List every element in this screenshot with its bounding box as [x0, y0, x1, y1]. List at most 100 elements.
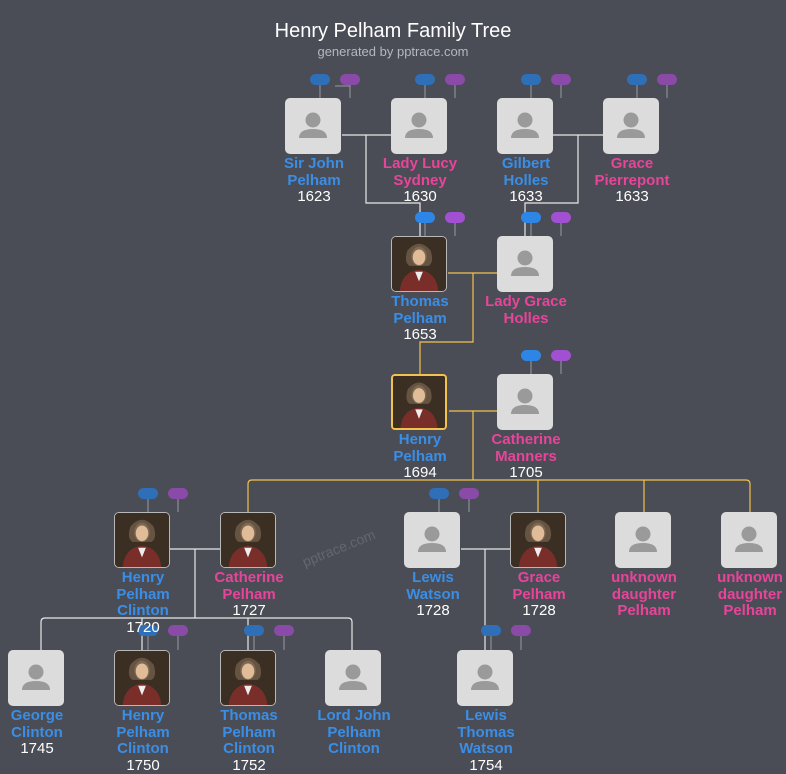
- expand-parents-button[interactable]: [415, 212, 435, 223]
- person-name-line: Lewis: [465, 707, 507, 724]
- person-placeholder-icon: [418, 526, 446, 552]
- expand-spouse-button[interactable]: [551, 74, 571, 85]
- expand-spouse-button[interactable]: [340, 74, 360, 85]
- person-portrait[interactable]: [114, 512, 170, 568]
- portrait-photo-icon: [115, 651, 169, 705]
- expand-parents-button[interactable]: [138, 488, 158, 499]
- person-birth-year: 1754: [469, 756, 503, 774]
- person-name-line: Lady Grace: [485, 293, 567, 310]
- person-name-line: Pelham: [116, 585, 170, 603]
- person-avatar-placeholder[interactable]: [404, 512, 460, 568]
- person-name-line: Holles: [503, 171, 549, 189]
- children-bar-clinton: [40, 617, 353, 650]
- person-portrait[interactable]: [391, 236, 447, 292]
- page-subtitle: generated by pptrace.com: [317, 44, 469, 59]
- person-portrait[interactable]: [220, 650, 276, 706]
- person-placeholder-icon: [405, 112, 433, 138]
- person-avatar-placeholder[interactable]: [285, 98, 341, 154]
- expand-parents-button[interactable]: [429, 488, 449, 499]
- person-birth-year: 1752: [232, 756, 266, 774]
- expand-parents-button[interactable]: [138, 625, 158, 636]
- person-name-line: Manners: [495, 447, 557, 465]
- person-placeholder-icon: [22, 664, 50, 690]
- expand-parents-button[interactable]: [521, 212, 541, 223]
- expand-spouse-button[interactable]: [445, 74, 465, 85]
- person-name-line: Clinton: [328, 740, 380, 757]
- expand-spouse-button[interactable]: [657, 74, 677, 85]
- children-line-left: [247, 479, 473, 512]
- person-portrait[interactable]: [114, 650, 170, 706]
- person-avatar-placeholder[interactable]: [721, 512, 777, 568]
- person-placeholder-icon: [511, 388, 539, 414]
- person-name-line: Catherine: [491, 431, 561, 448]
- expand-parents-button[interactable]: [310, 74, 330, 85]
- descent-line-to-henry: [419, 273, 474, 374]
- expand-spouse-button[interactable]: [551, 350, 571, 361]
- person-birth-year: 1745: [20, 740, 54, 757]
- expand-spouse-button[interactable]: [168, 625, 188, 636]
- person-name-line: Thomas: [457, 723, 515, 741]
- person-name-line: daughter: [611, 585, 677, 603]
- portrait-photo-icon: [115, 513, 169, 567]
- person-portrait[interactable]: [220, 512, 276, 568]
- person-name-line: Pelham: [723, 602, 777, 619]
- person-avatar-placeholder[interactable]: [457, 650, 513, 706]
- expand-spouse-button[interactable]: [459, 488, 479, 499]
- person-name-line: Catherine: [214, 569, 284, 586]
- person-avatar-placeholder[interactable]: [325, 650, 381, 706]
- person-birth-year: 1727: [232, 602, 266, 619]
- person-birth-year: 1633: [615, 188, 649, 205]
- person-avatar-placeholder[interactable]: [8, 650, 64, 706]
- person-avatar-placeholder[interactable]: [391, 98, 447, 154]
- person-avatar-placeholder[interactable]: [497, 98, 553, 154]
- person-name-line: Pelham: [393, 447, 447, 465]
- expand-parents-button[interactable]: [244, 625, 264, 636]
- person-name-line: Clinton: [11, 723, 63, 741]
- expand-spouse-button[interactable]: [511, 625, 531, 636]
- person-name-line: Grace: [517, 569, 561, 586]
- person-portrait[interactable]: [510, 512, 566, 568]
- person-avatar-placeholder[interactable]: [603, 98, 659, 154]
- person-name-line: Lewis: [412, 569, 454, 586]
- expand-parents-button[interactable]: [481, 625, 501, 636]
- person-name-line: Pelham: [222, 585, 276, 603]
- person-name-line: Pierrepont: [594, 171, 670, 189]
- person-name-line: Pelham: [393, 309, 447, 327]
- person-portrait[interactable]: [391, 374, 447, 430]
- person-name-line: Pelham: [617, 602, 671, 619]
- children-line-right: [473, 479, 751, 512]
- person-avatar-placeholder[interactable]: [615, 512, 671, 568]
- person-birth-year: 1750: [126, 756, 160, 774]
- person-name-line: Pelham: [512, 585, 566, 603]
- person-birth-year: 1630: [403, 188, 437, 205]
- expand-spouse-button[interactable]: [551, 212, 571, 223]
- expand-spouse-button[interactable]: [274, 625, 294, 636]
- person-placeholder-icon: [735, 526, 763, 552]
- person-name-line: Henry: [398, 431, 442, 448]
- person-placeholder-icon: [299, 112, 327, 138]
- person-name-line: Clinton: [223, 740, 275, 757]
- expand-parents-button[interactable]: [521, 74, 541, 85]
- page-title: Henry Pelham Family Tree: [274, 20, 512, 42]
- person-birth-year: 1705: [509, 464, 543, 481]
- expand-spouse-button[interactable]: [445, 212, 465, 223]
- portrait-photo-icon: [392, 237, 446, 291]
- person-name-line: Clinton: [117, 602, 169, 619]
- person-avatar-placeholder[interactable]: [497, 374, 553, 430]
- person-birth-year: 1728: [416, 602, 450, 619]
- expand-parents-button[interactable]: [627, 74, 647, 85]
- person-birth-year: 1653: [403, 326, 437, 343]
- person-name-line: Sydney: [393, 171, 447, 189]
- expand-spouse-button[interactable]: [168, 488, 188, 499]
- person-birth-year: 1623: [297, 188, 331, 205]
- person-avatar-placeholder[interactable]: [497, 236, 553, 292]
- expand-parents-button[interactable]: [521, 350, 541, 361]
- expand-parents-button[interactable]: [415, 74, 435, 85]
